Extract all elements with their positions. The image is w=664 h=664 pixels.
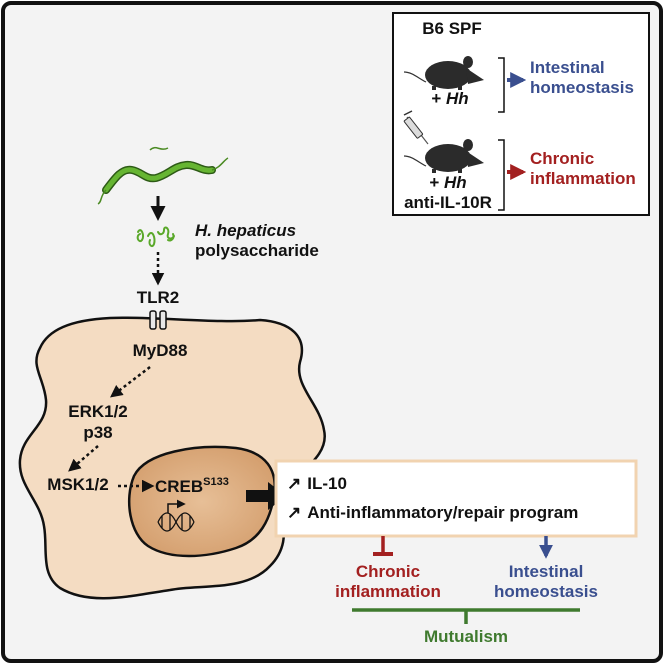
output-box [274,459,638,538]
syringe-icon [403,110,429,145]
inset-cond2-extra: anti-IL-10R [404,193,492,212]
msk-label: MSK1/2 [47,475,108,494]
inset-result2-line1: Chronic [530,149,594,168]
myd88-to-erk-arrow [110,366,151,398]
creb-label: CREBS133 [155,476,229,496]
output-item-il10: ↗IL-10 [287,474,347,493]
inset-cond1: + Hh [431,89,468,108]
outcome-right-line1: Intestinal [509,562,584,581]
mouse-icon [403,56,484,90]
bacterium-icon [97,146,229,205]
inset-result2-line2: inflammation [530,169,636,188]
inset-bracket-2 [498,139,505,211]
inset-bracket-1 [498,57,505,113]
polysaccharide-label: polysaccharide [195,241,319,260]
outcome-right-line2: homeostasis [494,582,598,601]
erk-to-msk-arrow [68,445,99,472]
inset-result1-line2: homeostasis [530,78,634,97]
mutualism-bracket [352,608,580,624]
myd88-label: MyD88 [133,341,188,360]
outcome-left-line1: Chronic [356,562,420,581]
mutualism-label: Mutualism [424,627,508,646]
inset-result1-line1: Intestinal [530,58,605,77]
outcome-left-line2: inflammation [335,582,441,601]
inset-box [392,12,650,216]
transcription-start-icon [167,499,186,513]
polysaccharide-icon [136,226,175,248]
mouse-icon-2 [403,139,484,173]
erk-label: ERK1/2 [68,402,128,421]
dna-icon [157,512,195,532]
inset-title: B6 SPF [422,19,482,38]
polysaccharide-label-italic: H. hepaticus [195,221,296,240]
inhibition-bar-icon [373,536,393,556]
nucleus [127,445,276,558]
tlr2-receptor-icon [149,310,167,330]
output-item-program: ↗Anti-inflammatory/repair program [287,503,578,522]
tlr2-label: TLR2 [137,288,180,307]
inset-cond2: + Hh [429,173,466,192]
p38-label: p38 [83,423,112,442]
